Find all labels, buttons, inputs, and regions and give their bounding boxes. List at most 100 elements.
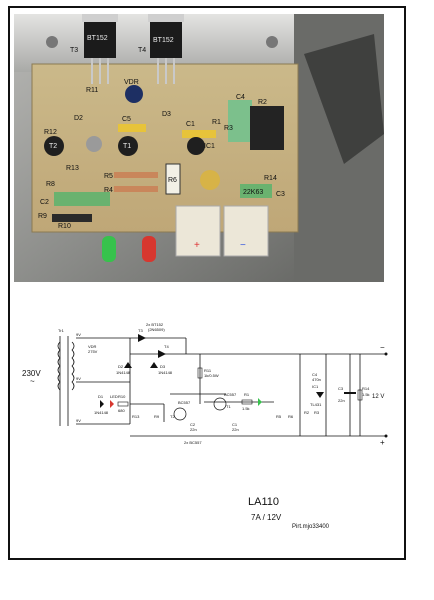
terminal-plus-sign: + (194, 240, 200, 251)
sch-c1-val: 22n (232, 427, 239, 432)
cap-c2 (54, 192, 110, 206)
sch-9v-b: 9V (76, 376, 81, 381)
terminal-plus (175, 205, 221, 257)
sch-c2-val: 22n (190, 427, 197, 432)
diagram-credit: Pirt.mjo33400 (292, 524, 330, 530)
label-c2: C2 (40, 199, 49, 206)
sch-d2-val: 1N4148 (116, 370, 131, 375)
diode-d2-symbol (124, 362, 132, 368)
led1-symbol (110, 400, 114, 408)
sch-r1-val: 1.5k (242, 406, 250, 411)
label-c4: C4 (236, 94, 245, 101)
label-c3: C3 (276, 191, 285, 198)
sch-thyristors: 2x BT152 (146, 322, 164, 327)
thyristor-t3-body (84, 20, 116, 58)
sch-r3: R3 (314, 410, 320, 415)
terminal-minus-sign: − (240, 240, 246, 251)
sch-ic1: IC1 (312, 384, 319, 389)
resistor-r5 (114, 172, 158, 178)
vdr-disc (125, 85, 143, 103)
transistor-t1 (118, 136, 138, 156)
sch-r11: R11 (204, 368, 212, 373)
pcb-photo: BT152 BT152 T3 T4 VDR R11 C4 R2 C5 C1 D2… (14, 14, 384, 282)
label-vdr: VDR (124, 79, 139, 86)
bt152-label-a: BT152 (87, 35, 108, 42)
sch-d3: D3 (160, 364, 166, 369)
screw-left (46, 36, 58, 48)
cap-c5 (118, 124, 146, 132)
sch-d2: D2 (118, 364, 124, 369)
relay-c4 (228, 100, 252, 142)
node-minus (384, 352, 388, 356)
label-r5: R5 (104, 173, 113, 180)
label-r14: R14 (264, 175, 277, 182)
sch-t3: T3 (138, 328, 143, 333)
sch-r1: R1 (244, 392, 250, 397)
label-r1: R1 (212, 119, 221, 126)
label-r10: R10 (58, 223, 71, 230)
sch-r10: R10 (118, 394, 126, 399)
sch-vdr: VDR (88, 344, 97, 349)
label-ic1: IC1 (204, 143, 215, 150)
label-c1: C1 (186, 121, 195, 128)
chassis-bracket (304, 34, 384, 164)
sch-c3-val: 22n (338, 398, 345, 403)
cap-c1 (182, 130, 216, 138)
ic1-body (187, 137, 205, 155)
label-d2: D2 (74, 115, 83, 122)
sch-c3: C3 (338, 386, 344, 391)
label-d3: D3 (162, 111, 171, 118)
led-red (142, 236, 156, 262)
label-r11: R11 (86, 87, 98, 94)
sch-r11-val: 1k/0.5W (204, 373, 219, 378)
label-r2: R2 (258, 99, 267, 106)
thyristor-t4-tab (148, 14, 184, 22)
sch-t4: T4 (164, 344, 169, 349)
node-plus (384, 434, 388, 438)
label-r6: R6 (168, 177, 177, 184)
label-r4: R4 (104, 187, 113, 194)
led2-symbol (258, 398, 262, 406)
sch-230v-sym: ~ (30, 377, 35, 386)
sch-r6: R6 (288, 414, 294, 419)
wires (59, 336, 386, 437)
electrolytic-cap (200, 170, 220, 190)
label-t3: T3 (70, 47, 78, 54)
thyristor-t4-symbol (158, 350, 166, 358)
transistor-t2 (44, 136, 64, 156)
thyristor-t3-tab (82, 14, 118, 22)
sch-12v: 12 V (372, 394, 384, 400)
sch-bc-pair: 2x BC557 (184, 440, 202, 445)
label-t4: T4 (138, 47, 146, 54)
resistor-r11-symbol (197, 367, 203, 379)
diode-d1-symbol (100, 400, 104, 408)
sch-t2-val: BC557 (178, 400, 191, 405)
bt152-label-b: BT152 (153, 37, 174, 44)
transistor-t1-symbol (213, 397, 227, 411)
thyristor-t3-symbol (138, 334, 146, 342)
label-r13: R13 (66, 165, 79, 172)
sch-d1-val: 1N4148 (94, 410, 109, 415)
diagram-subtitle: 7A / 12V (251, 513, 282, 522)
label-22k63: 22K63 (243, 189, 263, 196)
resistor-r1-symbol (241, 399, 253, 405)
sch-c2: C2 (190, 422, 196, 427)
sch-tr1: Tr1 (58, 328, 65, 333)
screw-right (266, 36, 278, 48)
sch-c1: C1 (232, 422, 238, 427)
sch-t2: T2 (170, 414, 175, 419)
sch-r14-val: 1.5k (362, 392, 370, 397)
sch-ic1-val: TL431 (310, 402, 322, 407)
sch-c4: C4 (312, 372, 318, 377)
sch-d1: D1 (98, 394, 104, 399)
sch-r2: R2 (304, 410, 310, 415)
sch-r10-val: 680 (118, 408, 125, 413)
transformer-tr1 (57, 341, 75, 391)
sch-r13: R13 (132, 414, 140, 419)
label-t1: T1 (123, 143, 131, 150)
sch-d3-val: 1N4148 (158, 370, 173, 375)
resistor-r14-symbol (357, 389, 363, 401)
sch-plus: + (380, 438, 385, 447)
ic1-symbol (316, 392, 324, 398)
trimmer-pot (86, 136, 102, 152)
